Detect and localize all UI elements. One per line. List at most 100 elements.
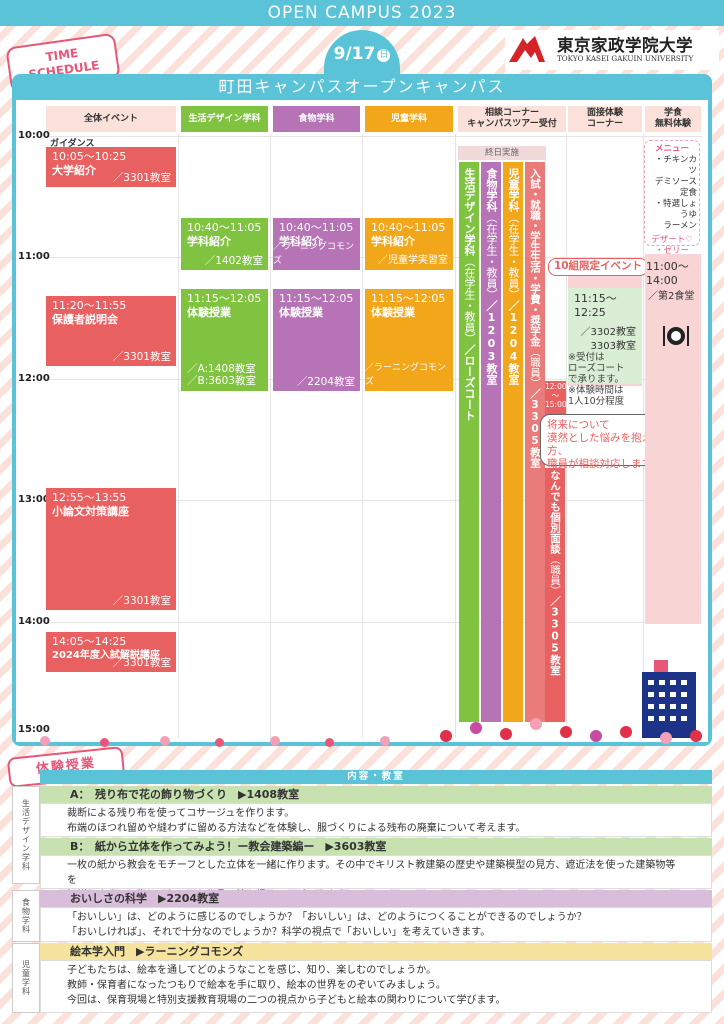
- event-time: 14:05〜14:25: [52, 635, 127, 648]
- event-name: 体験授業: [279, 306, 323, 319]
- open-campus-banner: OPEN CAMPUS 2023: [0, 0, 724, 26]
- grid-line: [362, 134, 363, 738]
- event-university-intro: 10:05〜10:25 大学紹介 ／3301教室: [46, 147, 176, 187]
- consult-sub: （職員）: [529, 346, 541, 389]
- event-name: 学科紹介: [371, 235, 415, 248]
- event-essay-lecture: 12:55〜13:55 小論文対策講座 ／3301教室: [46, 488, 176, 610]
- event-time: 10:40〜11:05: [279, 221, 354, 234]
- consult-sub: （職員）: [549, 554, 561, 596]
- cafeteria-menu: メニュー ・チキンカツ デミソース 定食 ・特選しょうゆ ラーメン デザート♡ …: [644, 140, 700, 256]
- individual-time: 12:00 〜 15:00: [545, 381, 567, 417]
- consult-title: 生活デザイン学科: [463, 168, 476, 256]
- event-name: 学科紹介: [279, 235, 323, 248]
- event-name: 体験授業: [187, 306, 231, 319]
- food-intro: 10:40〜11:05 学科紹介 ／ラーニングコモンズ: [273, 218, 360, 270]
- interview-note: ※受付は ローズコート で承ります。 ※体験時間は 1人10分程度: [568, 352, 625, 407]
- event-room: ／児童学実習室: [378, 255, 448, 266]
- interview-box: 11:15〜 12:25 ／3302教室 3303教室: [568, 288, 642, 384]
- child-experience: 11:15〜12:05 体験授業 ／ラーニングコモンズ: [365, 289, 453, 391]
- taiken-body: 裁断による残り布を使ってコサージュを作ります。 布端のほつれ留めや縫わずに留める…: [40, 803, 712, 837]
- university-logo: 東京家政学院大学 TOKYO KASEI GAKUIN UNIVERSITY: [505, 30, 719, 70]
- taiken-title: おいしさの科学 ▶2204教室: [40, 890, 712, 907]
- event-time: 11:15〜12:05: [279, 292, 354, 305]
- menu-dessert: デザート♡ ・ゼリー: [651, 235, 693, 256]
- grid-line: [455, 134, 456, 738]
- taiken-title: 絵本学入門 ▶ラーニングコモンズ: [40, 943, 712, 960]
- logo-name-en: TOKYO KASEI GAKUIN UNIVERSITY: [557, 54, 694, 63]
- grid-line: [44, 136, 702, 137]
- event-date: 9/17: [333, 44, 376, 64]
- taiken-body: 「おいしい」は、どのように感じるのでしょうか？「おいしい」は、どのようにつくるこ…: [40, 907, 712, 942]
- guidance-label: ガイダンス: [50, 139, 95, 149]
- event-name: 保護者説明会: [52, 313, 118, 326]
- cafeteria-room: ／第2食堂: [648, 291, 695, 302]
- cafeteria-time: 11:00〜 14:00: [646, 260, 689, 287]
- col-header-consult: 相談コーナー キャンパスツアー受付: [458, 106, 566, 132]
- side-label-life-design: 生活デザイン学科: [12, 786, 40, 884]
- menu-items: ・チキンカツ デミソース 定食 ・特選しょうゆ ラーメン: [654, 155, 697, 231]
- cafeteria-info: 11:00〜 14:00 ／第2食堂: [646, 260, 694, 304]
- event-room: ／3301教室: [112, 595, 171, 607]
- consult-life-design: 生活デザイン学科（在学生・教員）／ローズコート: [459, 162, 479, 722]
- event-room: ／A:1408教室: [187, 363, 256, 375]
- event-time: 10:40〜11:05: [371, 221, 446, 234]
- logo-mark-icon: [509, 36, 545, 62]
- taiken-body: 子どもたちは、絵本を通してどのようなことを感じ、知り、楽しむのでしょうか。 教師…: [40, 960, 712, 1013]
- time-label: 13:00: [18, 494, 50, 505]
- consult-child: 児童学科（在学生・教員）／1204教室: [503, 162, 523, 722]
- weekday-badge: 日: [377, 49, 391, 62]
- time-label: 11:00: [18, 251, 50, 262]
- consult-admission: 入試・就職・学生生活・学費・奨学金（職員）／3305教室: [525, 162, 545, 722]
- consult-title: なんでも個別面談: [549, 470, 561, 554]
- limited-event-badge: 10組限定イベント: [548, 258, 648, 276]
- col-header-food: 食物学科: [273, 106, 360, 132]
- event-room: ／ラーニングコモンズ: [365, 363, 447, 387]
- col-header-child: 児童学科: [365, 106, 453, 132]
- event-room: ／3301教室: [112, 657, 171, 669]
- logo-name-jp: 東京家政学院大学: [557, 36, 693, 55]
- consult-room: ／3305教室: [529, 388, 541, 469]
- time-label: 14:00: [18, 616, 50, 627]
- grid-line: [178, 134, 179, 738]
- all-day-label: 終日実施: [458, 146, 546, 160]
- event-entrance-exam-lecture: 14:05〜14:25 2024年度入試解説講座 ／3301教室: [46, 632, 176, 672]
- child-intro: 10:40〜11:05 学科紹介 ／児童学実習室: [365, 218, 453, 270]
- grid-line: [44, 622, 702, 623]
- event-room: ／1402教室: [204, 255, 263, 267]
- event-name: 小論文対策講座: [52, 505, 129, 518]
- event-time: 11:20〜11:55: [52, 299, 127, 312]
- event-room: ／2204教室: [296, 376, 355, 388]
- life-design-intro: 10:40〜11:05 学科紹介 ／1402教室: [181, 218, 268, 270]
- event-room: ／ラーニングコモンズ: [273, 242, 355, 266]
- event-time: 11:15〜12:05: [187, 292, 262, 305]
- consult-room: ／ローズコート: [463, 344, 476, 421]
- consult-title: 食物学科: [485, 168, 498, 212]
- event-room: ／B:3603教室: [187, 375, 256, 387]
- side-label-child: 児童学科: [12, 943, 40, 1013]
- event-time: 10:40〜11:05: [187, 221, 262, 234]
- col-header-interview: 面接体験 コーナー: [568, 106, 642, 132]
- consult-sub: （在学生・教員）: [485, 212, 498, 300]
- consult-room: ／1204教室: [507, 300, 520, 385]
- consult-food: 食物学科（在学生・教員）／1203教室: [481, 162, 501, 722]
- consult-title: 児童学科: [507, 168, 520, 212]
- event-name: 2024年度入試解説講座: [52, 650, 160, 661]
- event-name: 学科紹介: [187, 235, 231, 248]
- event-parent-session: 11:20〜11:55 保護者説明会 ／3301教室: [46, 296, 176, 366]
- col-header-general: 全体イベント: [46, 106, 176, 132]
- event-time: 10:05〜10:25: [52, 150, 127, 163]
- grid-line: [44, 500, 702, 501]
- building-icon: [642, 660, 696, 738]
- col-header-life-design: 生活デザイン学科: [181, 106, 268, 132]
- event-time: 11:15〜12:05: [371, 292, 446, 305]
- side-label-food: 食物学科: [12, 890, 40, 942]
- menu-title: メニュー: [654, 144, 689, 154]
- taiken-title: B： 紙から立体を作ってみよう！ー教会建築編ー ▶3603教室: [40, 838, 712, 855]
- cafeteria-bg: [645, 254, 701, 624]
- taiken-table-header: 内容・教室: [40, 770, 712, 784]
- event-name: 大学紹介: [52, 164, 96, 177]
- grid-line: [270, 134, 271, 738]
- plate-icon: [663, 326, 689, 346]
- time-label: 15:00: [18, 724, 50, 735]
